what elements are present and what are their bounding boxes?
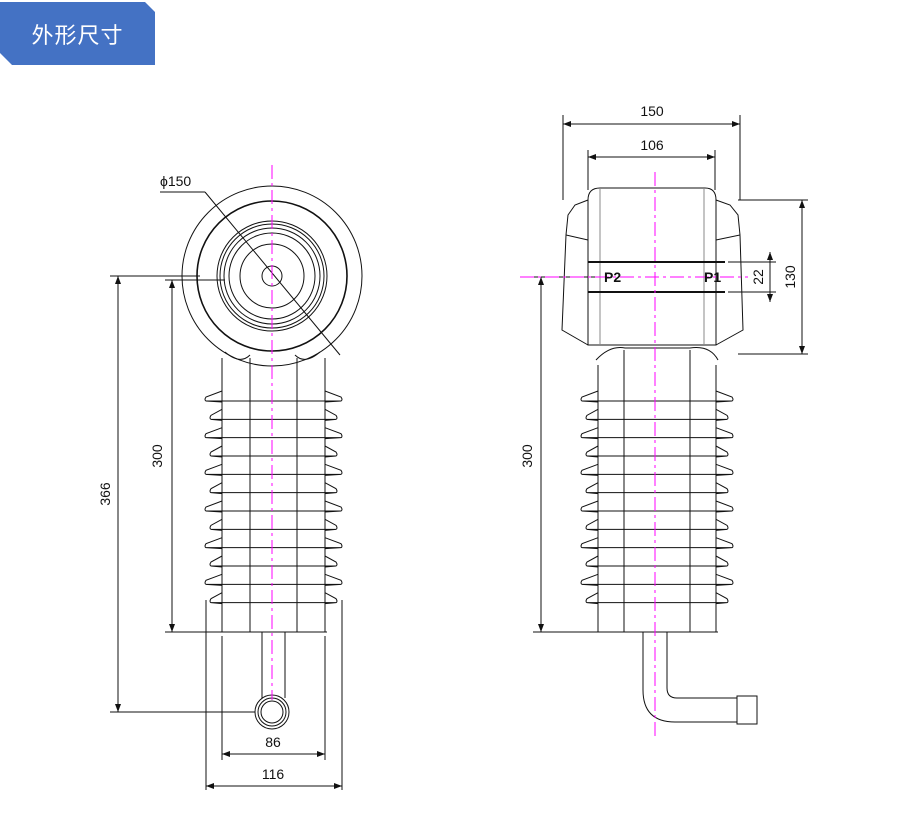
shed — [209, 482, 338, 495]
dim-head-height: 130 — [782, 265, 798, 289]
shed — [204, 463, 343, 476]
dim-top-outer: 150 — [640, 103, 664, 119]
shed — [209, 408, 338, 421]
shed — [209, 518, 338, 531]
dim-outer-width: 116 — [262, 766, 285, 782]
shed — [580, 390, 734, 403]
shed — [580, 573, 734, 586]
shed — [204, 500, 343, 513]
section-title-tab: 外形尺寸 — [0, 2, 155, 65]
front-view — [110, 165, 363, 790]
shed — [204, 573, 343, 586]
shed — [204, 427, 343, 440]
shed — [209, 592, 338, 605]
shed — [585, 555, 729, 568]
port-p1-label: P1 — [704, 269, 721, 285]
section-title: 外形尺寸 — [31, 22, 124, 48]
diameter-label: ϕ150 — [160, 173, 191, 189]
dim-shed-height-front: 300 — [149, 444, 165, 468]
dim-shed-height-side: 300 — [519, 444, 535, 468]
shed — [580, 463, 734, 476]
dim-port-gap: 22 — [750, 269, 766, 285]
shed — [585, 592, 729, 605]
shed — [585, 482, 729, 495]
dim-inner-width: 86 — [265, 734, 281, 750]
shed — [580, 427, 734, 440]
shed — [204, 390, 343, 403]
shed — [209, 555, 338, 568]
shed — [580, 537, 734, 550]
sheds — [580, 390, 734, 605]
sheds — [204, 390, 343, 605]
shed — [209, 445, 338, 458]
shed — [585, 445, 729, 458]
dim-total-height: 366 — [97, 482, 113, 506]
shed — [585, 518, 729, 531]
shed — [580, 500, 734, 513]
shed — [585, 408, 729, 421]
side-view — [520, 115, 808, 740]
dim-top-inner: 106 — [640, 137, 664, 153]
port-p2-label: P2 — [604, 269, 621, 285]
shed — [204, 537, 343, 550]
